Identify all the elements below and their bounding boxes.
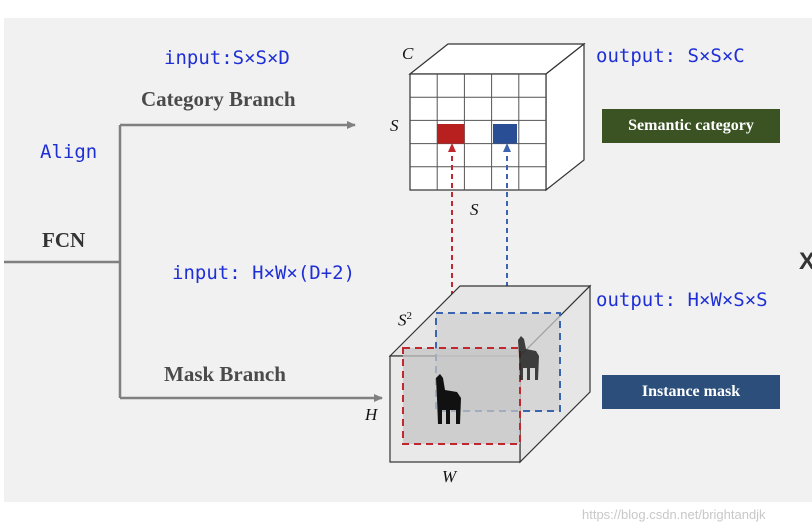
dim-h-label: H — [365, 405, 378, 424]
dim-s2-label: S2 — [398, 310, 412, 331]
mask-volume-cube — [388, 284, 592, 464]
semantic-category-tag: Semantic category — [602, 109, 780, 143]
llama-silhouette-front — [436, 374, 461, 424]
input-mask-label: input: H×W×(D+2) — [172, 262, 356, 284]
dim-s-left-label: S — [390, 116, 399, 135]
red-grid-cell — [437, 124, 465, 144]
input-category-label: input:S×S×D — [164, 47, 290, 69]
dim-s-bottom-label: S — [470, 200, 479, 219]
output-mask-label: output: H×W×S×S — [596, 289, 768, 311]
llama-silhouette-back — [518, 336, 539, 380]
mask-branch-label: Mask Branch — [164, 362, 286, 386]
right-edge-glyph: X — [799, 248, 812, 275]
instance-mask-tag: Instance mask — [602, 375, 780, 409]
branch-connectors — [4, 121, 383, 402]
red-mask-slice — [402, 347, 521, 445]
category-cube-front-face — [409, 73, 547, 191]
dim-s2-base: S — [398, 310, 407, 330]
dim-c-label: C — [402, 44, 414, 63]
category-branch-label: Category Branch — [141, 87, 296, 111]
output-category-label: output: S×S×C — [596, 45, 745, 67]
watermark-text: https://blog.csdn.net/brightandjk — [582, 507, 766, 522]
align-label: Align — [40, 141, 98, 163]
dim-s2-superscript: 2 — [406, 310, 413, 322]
dim-w-label: W — [442, 467, 457, 486]
blue-grid-cell — [493, 124, 517, 144]
fcn-label: FCN — [42, 228, 86, 252]
category-grid-cube — [408, 42, 586, 192]
